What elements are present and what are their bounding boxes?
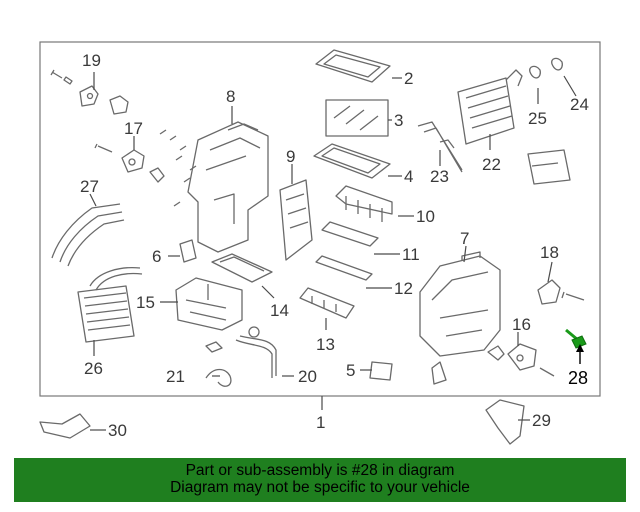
callout-18: 18 bbox=[540, 243, 559, 262]
part-25-oring[interactable] bbox=[529, 65, 541, 79]
callout-21: 21 bbox=[166, 367, 185, 386]
callout-28-highlighted: 28 bbox=[568, 368, 588, 388]
callout-12: 12 bbox=[394, 279, 413, 298]
seal-icon bbox=[431, 361, 447, 385]
part-4-frame[interactable] bbox=[313, 143, 391, 179]
callout-27: 27 bbox=[80, 177, 99, 196]
fitting-icon bbox=[205, 326, 260, 353]
callout-29: 29 bbox=[532, 411, 551, 430]
part-5-seal[interactable] bbox=[369, 361, 393, 381]
callout-10: 10 bbox=[416, 207, 435, 226]
part-7-heater-unit[interactable] bbox=[419, 251, 501, 357]
banner-line-1: Part or sub-assembly is #28 in diagram bbox=[185, 462, 455, 479]
link-icon bbox=[149, 167, 165, 183]
callout-11: 11 bbox=[402, 245, 420, 264]
part-17-actuator[interactable] bbox=[121, 149, 145, 173]
clips-icon bbox=[159, 129, 197, 207]
part-22-evaporator[interactable] bbox=[457, 69, 523, 145]
parts-diagram: 19 2 3 4 10 11 12 13 14 15 6 8 17 27 26 … bbox=[39, 41, 601, 445]
bolt-icon bbox=[50, 69, 73, 85]
callout-8: 8 bbox=[226, 87, 235, 106]
callout-2: 2 bbox=[404, 69, 413, 88]
bracket-icon bbox=[527, 149, 571, 185]
callout-13: 13 bbox=[316, 335, 335, 354]
callout-1: 1 bbox=[316, 413, 325, 432]
link-icon-2 bbox=[487, 345, 555, 377]
callout-16: 16 bbox=[512, 315, 531, 334]
callout-22: 22 bbox=[482, 155, 501, 174]
part-21-hose[interactable] bbox=[205, 368, 232, 387]
callout-4: 4 bbox=[404, 167, 413, 186]
assembly-frame bbox=[39, 41, 601, 397]
callout-19: 19 bbox=[82, 51, 101, 70]
part-23-seal[interactable] bbox=[417, 121, 463, 173]
info-banner: Part or sub-assembly is #28 in diagram D… bbox=[14, 458, 626, 502]
callout-14: 14 bbox=[270, 301, 289, 320]
callout-20: 20 bbox=[298, 367, 317, 386]
screw-icon bbox=[94, 143, 113, 153]
part-15-lower-case[interactable] bbox=[175, 277, 243, 331]
callout-3: 3 bbox=[394, 111, 403, 130]
part-20-hose[interactable] bbox=[235, 335, 277, 378]
clip-icon bbox=[109, 95, 129, 115]
part-8-case[interactable] bbox=[187, 121, 269, 253]
callout-30: 30 bbox=[108, 421, 127, 440]
part-14-tray[interactable] bbox=[211, 253, 273, 283]
part-19-bracket[interactable] bbox=[79, 85, 99, 107]
part-29-duct[interactable] bbox=[485, 399, 525, 445]
part-30-duct[interactable] bbox=[39, 413, 91, 439]
callout-7: 7 bbox=[460, 229, 469, 248]
screw-icon-2 bbox=[561, 291, 585, 301]
part-11-door[interactable] bbox=[321, 221, 379, 247]
part-13-door[interactable] bbox=[299, 287, 355, 319]
callout-26: 26 bbox=[84, 359, 103, 378]
part-3-filter[interactable] bbox=[325, 99, 389, 137]
part-2-filter-cover[interactable] bbox=[315, 49, 391, 83]
leader-lines bbox=[89, 72, 584, 431]
part-9-door[interactable] bbox=[279, 179, 313, 261]
callout-17: 17 bbox=[124, 119, 143, 138]
callout-5: 5 bbox=[346, 361, 355, 380]
callout-24: 24 bbox=[570, 95, 589, 114]
part-26-heater-core[interactable] bbox=[77, 266, 143, 343]
part-27-duct[interactable] bbox=[51, 203, 125, 267]
part-16-actuator[interactable] bbox=[507, 343, 537, 371]
part-28-bolt-highlighted[interactable] bbox=[565, 328, 587, 349]
banner-line-2: Diagram may not be specific to your vehi… bbox=[170, 479, 470, 496]
part-18-actuator[interactable] bbox=[537, 279, 561, 305]
part-24-oring[interactable] bbox=[551, 57, 563, 71]
part-12-door[interactable] bbox=[315, 255, 373, 281]
part-6-seal[interactable] bbox=[179, 239, 197, 263]
callout-9: 9 bbox=[286, 147, 295, 166]
callout-25: 25 bbox=[528, 109, 547, 128]
part-10-valve[interactable] bbox=[335, 185, 393, 222]
callout-15: 15 bbox=[136, 293, 155, 312]
callout-23: 23 bbox=[430, 167, 449, 186]
callout-6: 6 bbox=[152, 247, 161, 266]
